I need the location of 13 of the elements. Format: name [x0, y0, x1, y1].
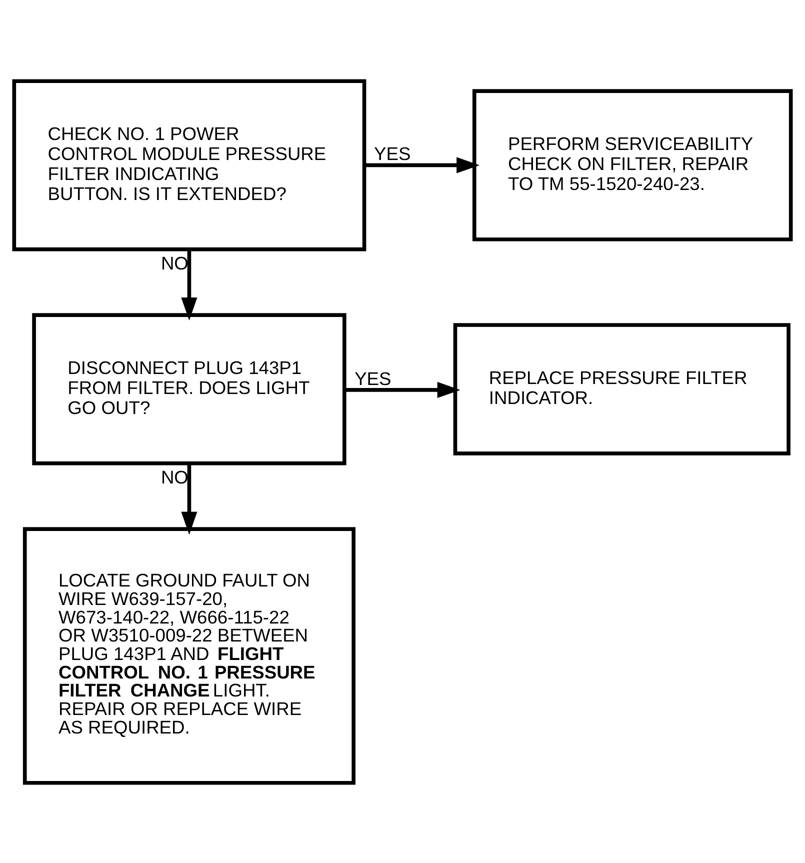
edge-label: YES — [354, 367, 392, 388]
node-box: CHECK NO. 1 POWER CONTROL MODULE PRESSURE FILTER INDICATING BUTTON. IS IT EXTENDED? — [12, 78, 366, 251]
arrow — [344, 381, 460, 398]
arrow — [181, 249, 198, 320]
edge-label: YES — [374, 142, 411, 164]
arrow — [364, 156, 480, 173]
node-box: DISCONNECT PLUG 143P1 FROM FILTER. DOES LIGHT GO OUT? — [32, 312, 346, 465]
edge-label: NO — [160, 466, 188, 487]
node-box: PERFORM SERVICEABILITY CHECK ON FILTER, REPAIR TO TM 55-1520-240-23. — [472, 88, 793, 241]
node-box: REPLACE PRESSURE FILTER INDICATOR. — [453, 322, 790, 455]
edge-label: NO — [160, 252, 188, 273]
arrow — [181, 463, 198, 534]
node-box: LOCATE GROUND FAULT ON WIRE W639-157-20, W673-140-22, W666-115-22 OR W3510-009-22 BETWEEN PLUG 143P1 AND FLIGHT CONTROL NO. 1 PRESSURE FILTER CHANGE LIGHT. REPAIR OR REPLACE WIRE AS REQUIRED. — [22, 526, 356, 784]
